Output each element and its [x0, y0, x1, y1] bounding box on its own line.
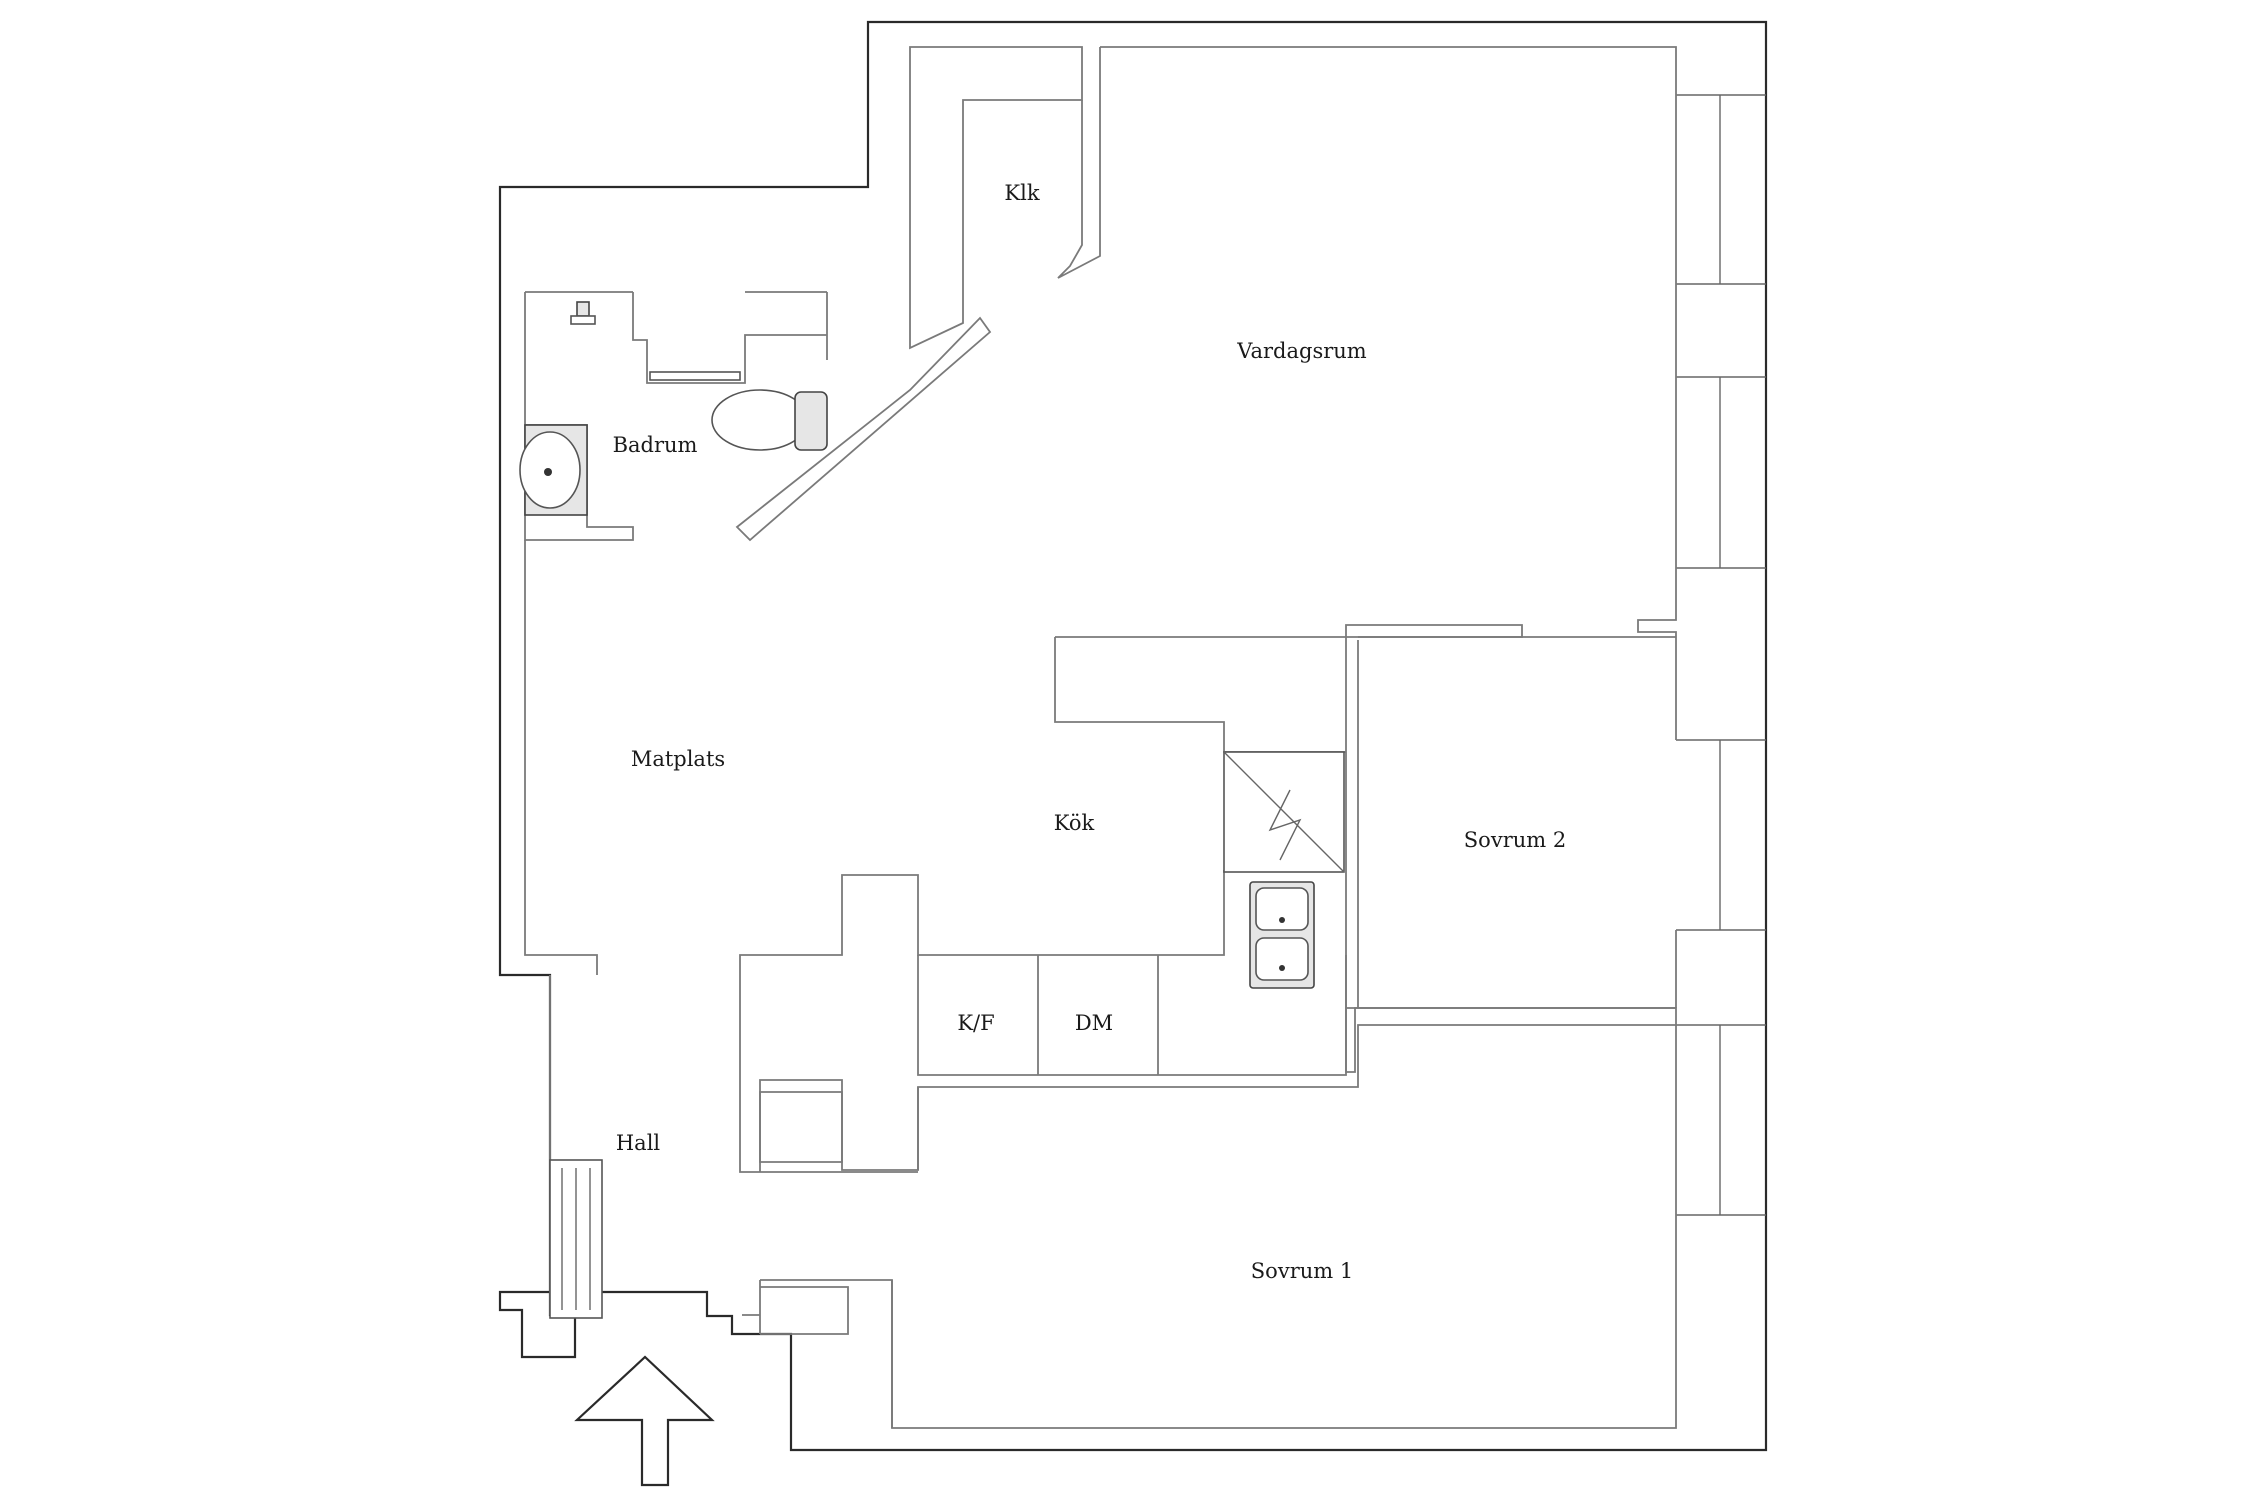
- interior-walls: [524, 46, 1677, 1429]
- stove-icon: [1223, 751, 1345, 873]
- room-label-klk: Klk: [1004, 181, 1039, 205]
- room-label-kok: Kök: [1054, 811, 1095, 835]
- room-label-sovrum2: Sovrum 2: [1464, 828, 1566, 852]
- room-label-matplats: Matplats: [631, 747, 725, 771]
- outer-wall: [498, 20, 1768, 1452]
- toilet-icon: [711, 389, 828, 451]
- entrance-arrow-icon: [574, 1355, 715, 1487]
- room-label-hall: Hall: [616, 1131, 661, 1155]
- room-label-vardagsrum: Vardagsrum: [1236, 339, 1367, 363]
- double-sink-icon: [1249, 881, 1315, 989]
- room-label-badrum: Badrum: [613, 433, 698, 457]
- sink-icon: [519, 424, 588, 516]
- room-label-sovrum1: Sovrum 1: [1251, 1259, 1353, 1283]
- radiator-icon: [549, 1159, 603, 1319]
- room-label-dm: DM: [1075, 1011, 1113, 1035]
- room-label-kf: K/F: [957, 1011, 994, 1035]
- windows: [1676, 94, 1766, 1216]
- shower-icon: [570, 301, 741, 381]
